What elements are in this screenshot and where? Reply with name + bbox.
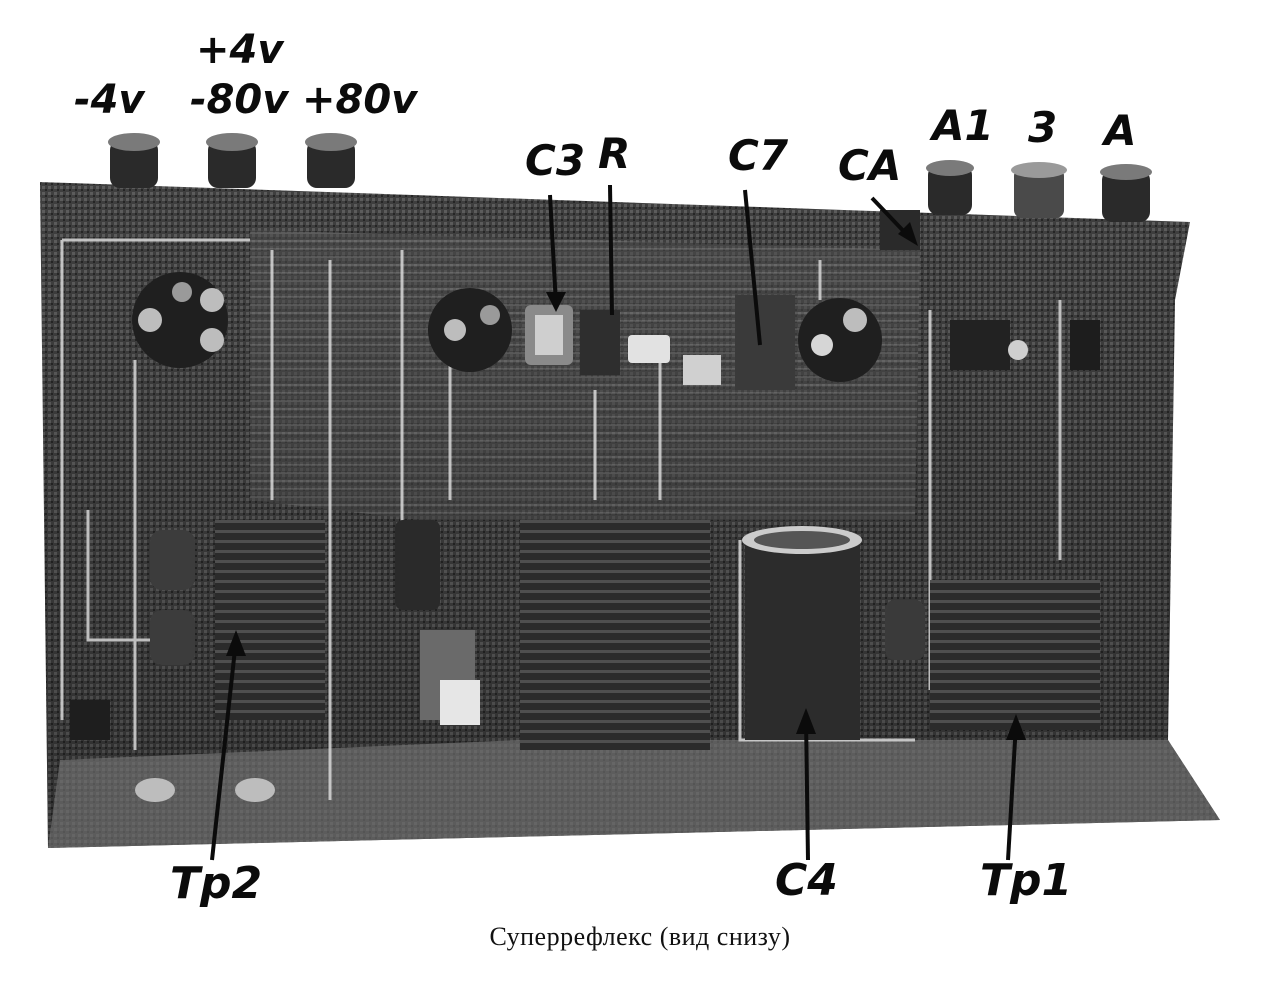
label-c3: C3 <box>525 136 585 185</box>
tube-socket-middle <box>428 288 512 372</box>
pointer-lines <box>210 184 1018 861</box>
bottom-left-parts <box>70 700 275 802</box>
label-r: R <box>598 129 630 178</box>
transformer-tp1 <box>885 580 1100 730</box>
label-minus-80v: -80v <box>190 77 290 123</box>
tube-socket-left <box>132 272 228 368</box>
resistor-r <box>580 310 670 375</box>
terminal-a <box>1100 164 1152 222</box>
chassis-shading <box>40 182 1220 848</box>
capacitor-c3 <box>525 305 573 365</box>
capacitor-stack <box>395 520 480 725</box>
pointer-arrowheads <box>226 222 1026 740</box>
label-c4: C4 <box>775 855 838 906</box>
terminal-minus-80v <box>206 133 258 188</box>
terminal-ground <box>1011 162 1067 218</box>
choke-center <box>520 520 710 750</box>
chassis-bottom-flange <box>48 740 1220 848</box>
terminal-plus-80v <box>305 133 357 188</box>
tube-socket-right <box>798 298 882 382</box>
terminal-minus-4v <box>108 133 160 188</box>
capacitor-c7 <box>683 295 795 390</box>
label-a1: A1 <box>929 101 994 150</box>
label-tp1: Tp1 <box>980 855 1072 906</box>
transformer-tp2 <box>150 520 325 720</box>
label-tp2: Tp2 <box>170 858 262 909</box>
label-c7: C7 <box>728 131 789 180</box>
figure-caption: Суперрефлекс (вид снизу) <box>489 922 791 951</box>
right-components <box>950 320 1100 370</box>
label-a: A <box>1101 106 1137 155</box>
label-minus-4v: -4v <box>74 77 146 123</box>
label-ca: CA <box>838 141 901 190</box>
label-plus-80v: +80v <box>302 77 419 123</box>
label-plus-4v: +4v <box>196 27 285 73</box>
electrolytic-c4 <box>742 526 862 740</box>
terminal-a1 <box>926 160 974 215</box>
label-ground: 3 <box>1028 103 1057 152</box>
